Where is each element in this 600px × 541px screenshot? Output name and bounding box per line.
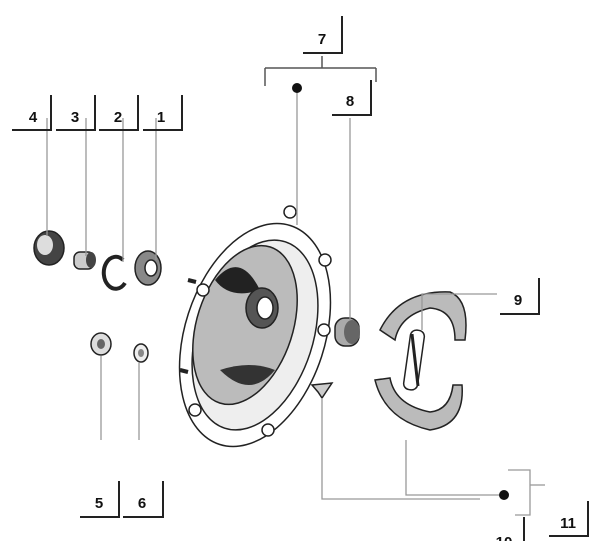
part-3-spacer bbox=[73, 251, 96, 270]
callout-10: 10 bbox=[496, 517, 525, 541]
callout-label-4: 4 bbox=[29, 109, 38, 126]
callout-2: 2 bbox=[99, 95, 139, 131]
leader-lines bbox=[46, 56, 545, 516]
group-marker-dot-7 bbox=[292, 83, 302, 93]
part-5-nut bbox=[90, 332, 112, 356]
part-2-circlip bbox=[101, 254, 127, 291]
callout-label-3: 3 bbox=[71, 109, 79, 126]
part-10-key bbox=[310, 382, 334, 400]
callout-label-8: 8 bbox=[346, 93, 354, 110]
part-8-bushing bbox=[334, 317, 360, 347]
part-6-washer bbox=[133, 343, 149, 363]
callout-8: 8 bbox=[332, 80, 372, 116]
callout-7: 7 bbox=[303, 16, 343, 54]
brake-drum-hub bbox=[178, 205, 332, 448]
callout-label-7: 7 bbox=[318, 31, 326, 48]
callout-6: 6 bbox=[123, 481, 164, 518]
callout-3: 3 bbox=[56, 95, 96, 131]
part-1-bearing bbox=[134, 250, 162, 286]
callout-1: 1 bbox=[143, 95, 183, 131]
part-4-dust-cap bbox=[33, 230, 65, 266]
callout-label-1: 1 bbox=[157, 109, 165, 126]
part-11-brake-shoes bbox=[374, 291, 467, 431]
part-9-spring bbox=[402, 329, 426, 391]
callout-11: 11 bbox=[549, 501, 589, 537]
callout-label-11: 11 bbox=[560, 515, 576, 532]
callout-label-9: 9 bbox=[514, 292, 522, 309]
callout-label-2: 2 bbox=[114, 109, 122, 126]
callout-9: 9 bbox=[500, 278, 540, 315]
callout-5: 5 bbox=[80, 481, 120, 518]
callout-4: 4 bbox=[12, 95, 52, 131]
callout-label-6: 6 bbox=[138, 495, 146, 512]
callout-label-5: 5 bbox=[95, 495, 103, 512]
callout-label-10: 10 bbox=[496, 534, 513, 541]
group-marker-dot-11 bbox=[499, 490, 509, 500]
